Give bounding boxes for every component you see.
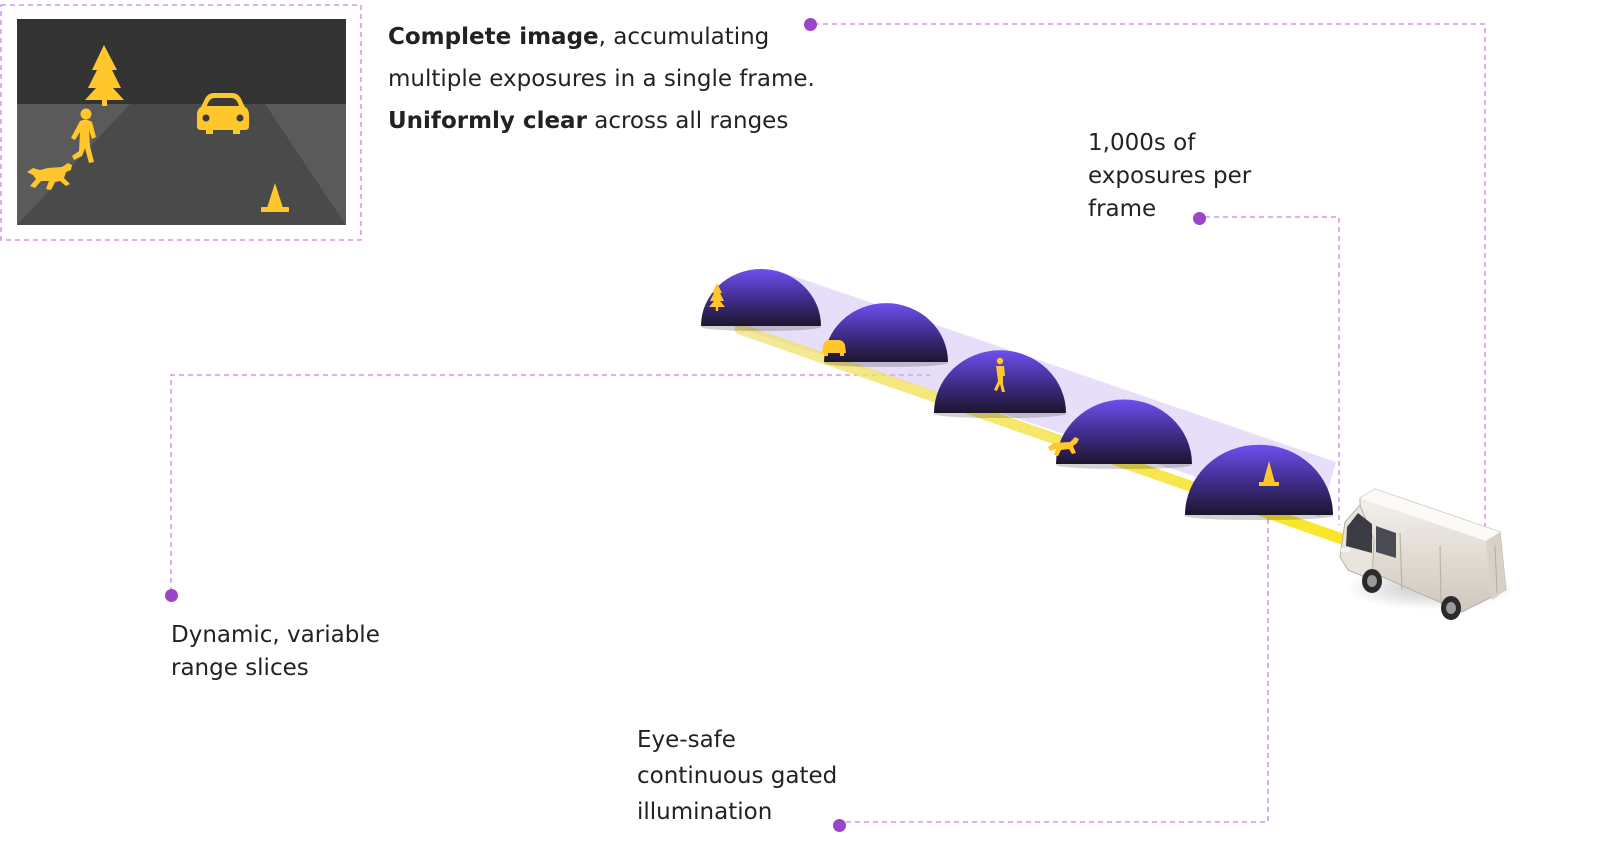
dome-shape xyxy=(701,269,821,326)
callout-illumination-line3: illumination xyxy=(637,799,773,825)
runner-icon xyxy=(994,357,1005,392)
thumbnail-sky xyxy=(17,19,346,104)
callout-range-slices: Dynamic, variable range slices xyxy=(171,619,380,685)
callout-illumination: Eye-safe continuous gated illumination xyxy=(637,722,837,830)
leader-lines xyxy=(170,23,1486,823)
callout-dot-exposures xyxy=(1193,212,1206,225)
range-slice-dome xyxy=(701,269,821,331)
callout-dot-complete-image xyxy=(804,18,817,31)
tree-icon xyxy=(709,283,725,311)
car-icon xyxy=(197,93,249,134)
thumbnail-frame xyxy=(0,4,362,241)
callout-exposures: 1,000s of exposures per frame xyxy=(1088,127,1251,226)
callout-range-slices-line2: range slices xyxy=(171,655,309,681)
leader-complete-image xyxy=(805,23,1486,598)
callout-dot-range-slices xyxy=(165,589,178,602)
headline-line3-bold: Uniformly clear xyxy=(388,108,587,134)
leader-range-slices xyxy=(170,374,930,592)
callout-exposures-line3: frame xyxy=(1088,196,1157,222)
cone-icon xyxy=(261,183,289,212)
dog-icon xyxy=(27,163,72,190)
callout-illumination-line1: Eye-safe xyxy=(637,727,736,753)
range-slice-dome xyxy=(1185,444,1333,520)
headline-line1-rest: , accumulating xyxy=(598,24,770,50)
tree-icon xyxy=(85,45,124,106)
headline-text: Complete image, accumulating multiple ex… xyxy=(388,16,815,142)
road-left-shoulder xyxy=(17,104,130,225)
thumbnail-panel xyxy=(0,4,362,241)
callout-illumination-line2: continuous gated xyxy=(637,763,838,789)
callout-exposures-line1: 1,000s of xyxy=(1088,130,1196,156)
dome-shape xyxy=(1185,444,1333,515)
runner-icon xyxy=(71,108,96,163)
cone-icon xyxy=(1259,461,1279,486)
headline-line3-rest: across all ranges xyxy=(586,108,789,134)
leader-exposures xyxy=(1196,216,1340,525)
road-right-shoulder xyxy=(265,104,346,225)
delivery-van-icon xyxy=(1339,488,1515,620)
callout-range-slices-line1: Dynamic, variable xyxy=(171,622,380,648)
dog-icon xyxy=(1048,437,1079,456)
callout-exposures-line2: exposures per xyxy=(1088,163,1252,189)
range-slice-dome xyxy=(1048,399,1192,469)
headline-line2: multiple exposures in a single frame. xyxy=(388,66,815,92)
headline-line1-bold: Complete image xyxy=(388,24,599,50)
callout-dot-illumination xyxy=(833,819,846,832)
car-icon xyxy=(822,340,846,356)
range-slice-dome xyxy=(934,350,1066,418)
dome-shape xyxy=(1056,399,1192,464)
range-slice-domes xyxy=(701,269,1333,520)
leader-illumination xyxy=(837,510,1269,823)
range-slice-dome xyxy=(822,303,948,367)
dome-shape xyxy=(824,303,948,362)
